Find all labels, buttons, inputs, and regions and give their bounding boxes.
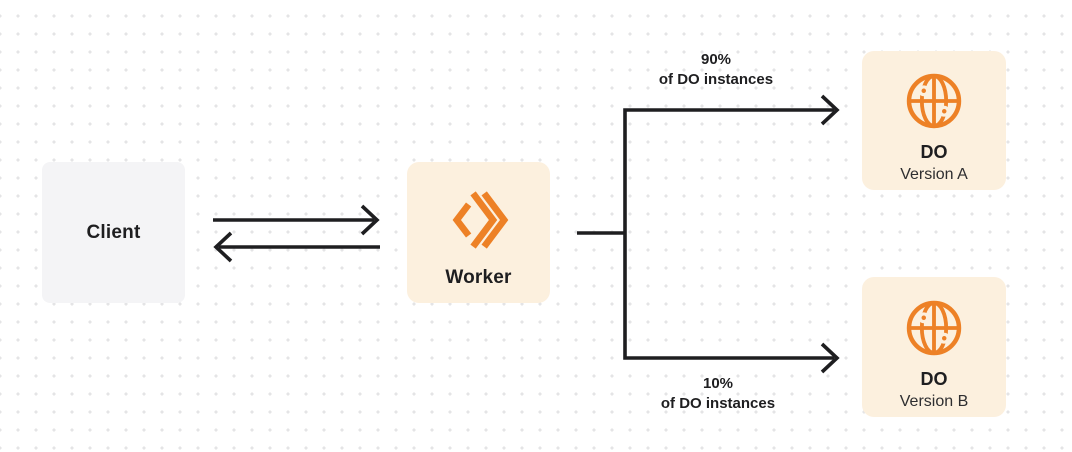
response-arrowhead bbox=[213, 231, 233, 263]
cloudflare-workers-icon bbox=[442, 183, 516, 257]
do-version-b-title: DO bbox=[920, 368, 948, 389]
split-top-arrowhead bbox=[820, 94, 840, 126]
do-version-a-node: DO Version A bbox=[862, 51, 1006, 190]
do-version-a-title: DO bbox=[920, 142, 948, 162]
split-bottom-percent: 10% bbox=[702, 375, 734, 392]
client-node: Client bbox=[42, 162, 185, 303]
split-top-label: 90% of DO instances bbox=[601, 50, 831, 90]
worker-label: Worker bbox=[445, 266, 512, 288]
split-top-caption: of DO instances bbox=[658, 70, 774, 88]
durable-object-globe-icon bbox=[902, 69, 966, 133]
split-bottom-caption: of DO instances bbox=[660, 394, 776, 412]
request-arrowhead bbox=[360, 204, 380, 236]
client-label: Client bbox=[86, 221, 141, 243]
durable-object-globe-icon bbox=[902, 296, 966, 360]
split-bracket-line bbox=[623, 108, 834, 360]
split-bottom-arrowhead bbox=[820, 342, 840, 374]
do-version-a-subtitle: Version A bbox=[900, 166, 968, 183]
split-bottom-label: 10% of DO instances bbox=[603, 374, 833, 414]
worker-node: Worker bbox=[407, 162, 550, 303]
do-version-b-node: DO Version B bbox=[862, 277, 1006, 417]
do-version-b-subtitle: Version B bbox=[899, 392, 969, 410]
split-top-percent: 90% bbox=[700, 51, 732, 68]
